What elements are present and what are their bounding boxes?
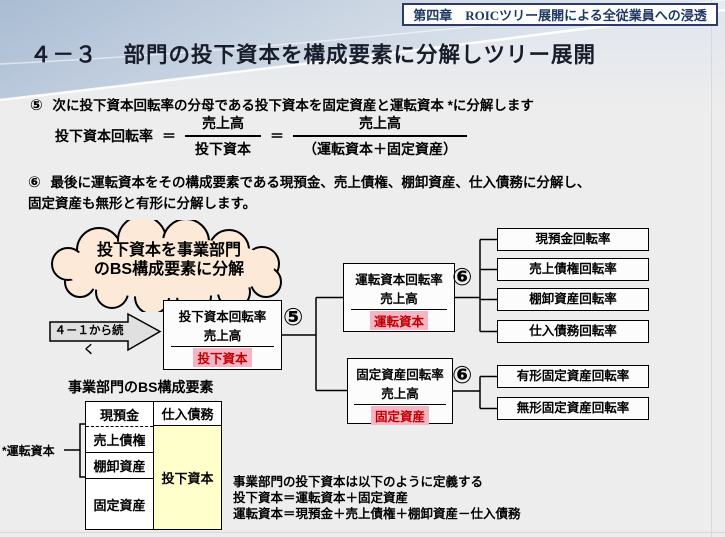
box-denominator-highlighted: 固定資産	[370, 406, 429, 425]
box-fraction: 売上高 固定資産	[348, 383, 452, 425]
slide-right-edge	[711, 0, 712, 537]
cloud-line2: のBS構成要素に分解	[93, 261, 245, 278]
box-title: 投下資本回転率	[178, 310, 267, 324]
invested-capital-turnover-box: 投下資本回転率 売上高 投下資本	[163, 300, 282, 370]
chapter-label: 第四章 ROICツリー展開による全従業員への浸透	[413, 8, 707, 23]
leaf-box-receivables-turnover: 売上債権回転率	[497, 258, 649, 281]
step6-circle-marker: ⑥	[452, 362, 473, 389]
leaf-box-inventory-turnover: 棚卸資産回転率	[497, 288, 649, 311]
definition-line1: 事業部門の投下資本は以下のように定義する	[233, 475, 484, 489]
fraction-2-numerator: 売上高	[359, 115, 401, 131]
step5-marker: ⑤	[30, 97, 43, 114]
bs-cell-fixed-assets: 固定資産	[86, 478, 153, 529]
title-text: 部門の投下資本を構成要素に分解しツリー展開	[123, 43, 597, 67]
box-numerator: 売上高	[203, 329, 242, 343]
step6-circle-marker: ⑥	[452, 264, 473, 291]
formula-lhs: 投下資本回転率	[55, 128, 153, 144]
step5-text: 次に投下資本回転率の分母である投下資本を固定資産と運転資本 *に分解します	[52, 98, 534, 113]
continue-arrow-label: ４－１から続く	[54, 325, 124, 356]
working-capital-turnover-box: 運転資本回転率 売上高 運転資本	[343, 263, 455, 332]
box-title: 固定資産回転率	[356, 368, 444, 382]
step6-marker: ⑥	[28, 174, 41, 191]
box-numerator: 売上高	[381, 387, 419, 401]
bs-cell-payables: 仕入債務	[154, 402, 221, 426]
box-title: 運転資本回転率	[355, 273, 443, 287]
box-denominator-highlighted: 運転資本	[369, 311, 428, 330]
leaf-box-cash-turnover: 現預金回転率	[497, 228, 649, 251]
equals-sign: ＝	[162, 128, 176, 144]
step5-circle-marker: ⑤	[283, 304, 304, 331]
fraction-bar	[171, 346, 274, 347]
bs-cell-cash: 現預金	[99, 407, 139, 423]
definition-line2: 投下資本＝運転資本＋固定資産	[233, 491, 409, 505]
bs-table-left-column: 現預金 売上債権 棚卸資産 固定資産	[86, 402, 154, 529]
step6-text-line1: 最後に運転資本をその構成要素である現預金、売上債権、棚卸資産、仕入債務に分解し、	[50, 175, 591, 190]
invested-capital-definitions: 事業部門の投下資本は以下のように定義する 投下資本＝運転資本＋固定資産 運転資本…	[233, 474, 521, 522]
bs-table-right-column: 仕入債務 投下資本	[154, 402, 221, 529]
box-fraction: 売上高 投下資本	[164, 325, 281, 367]
chapter-header: 第四章 ROICツリー展開による全従業員への浸透	[402, 3, 718, 26]
fraction-bar	[354, 404, 446, 405]
box-numerator: 売上高	[380, 292, 418, 306]
bs-cell-receivables: 売上債権	[86, 426, 153, 452]
title-number: ４－３	[30, 43, 98, 67]
cloud-line1: 投下資本を事業部門	[96, 242, 241, 259]
bs-cell-inventory: 棚卸資産	[86, 452, 153, 478]
box-denominator-highlighted: 投下資本	[193, 348, 252, 367]
page-title: ４－３ 部門の投下資本を構成要素に分解しツリー展開	[30, 38, 596, 69]
step5-paragraph: ⑤ 次に投下資本回転率の分母である投下資本を固定資産と運転資本 *に分解します	[30, 94, 695, 114]
equals-sign: ＝	[270, 128, 284, 144]
leaf-box-tangible-fixed-asset-turnover: 有形固定資産回転率	[497, 365, 649, 388]
fraction-1: 売上高 投下資本	[185, 113, 261, 159]
fraction-1-denominator: 投下資本	[185, 135, 261, 159]
turnover-formula: 投下資本回転率 ＝ 売上高 投下資本 ＝ 売上高 （運転資本＋固定資産）	[55, 114, 467, 158]
box-fraction: 売上高 運転資本	[344, 288, 454, 330]
cloud-text: 投下資本を事業部門 のBS構成要素に分解	[44, 241, 294, 279]
fraction-2-denominator: （運転資本＋固定資産）	[293, 135, 467, 159]
fraction-2: 売上高 （運転資本＋固定資産）	[293, 113, 467, 159]
bs-table-heading: 事業部門のBS構成要素	[68, 379, 214, 395]
bs-cell-invested-capital: 投下資本	[154, 426, 221, 529]
step6-text-line2: 固定資産も無形と有形に分解します。	[28, 196, 257, 211]
leaf-box-payables-turnover: 仕入債務回転率	[497, 320, 649, 343]
definition-line3: 運転資本＝現預金＋売上債権＋棚卸資産－仕入債務	[233, 507, 521, 521]
cloud-callout: 投下資本を事業部門 のBS構成要素に分解	[44, 215, 294, 315]
slide-bottom-edge	[0, 532, 725, 533]
step6-paragraph: ⑥ 最後に運転資本をその構成要素である現預金、売上債権、棚卸資産、仕入債務に分解…	[28, 172, 688, 214]
fraction-bar	[350, 309, 448, 310]
fixed-asset-turnover-box: 固定資産回転率 売上高 固定資産	[347, 358, 453, 425]
bs-composition-table: 現預金 売上債権 棚卸資産 固定資産 仕入債務 投下資本	[85, 401, 222, 530]
fraction-1-numerator: 売上高	[202, 115, 244, 131]
working-capital-bracket-label: *運転資本	[2, 444, 55, 458]
leaf-box-intangible-fixed-asset-turnover: 無形固定資産回転率	[497, 397, 649, 420]
continue-arrow-shape	[49, 312, 162, 352]
